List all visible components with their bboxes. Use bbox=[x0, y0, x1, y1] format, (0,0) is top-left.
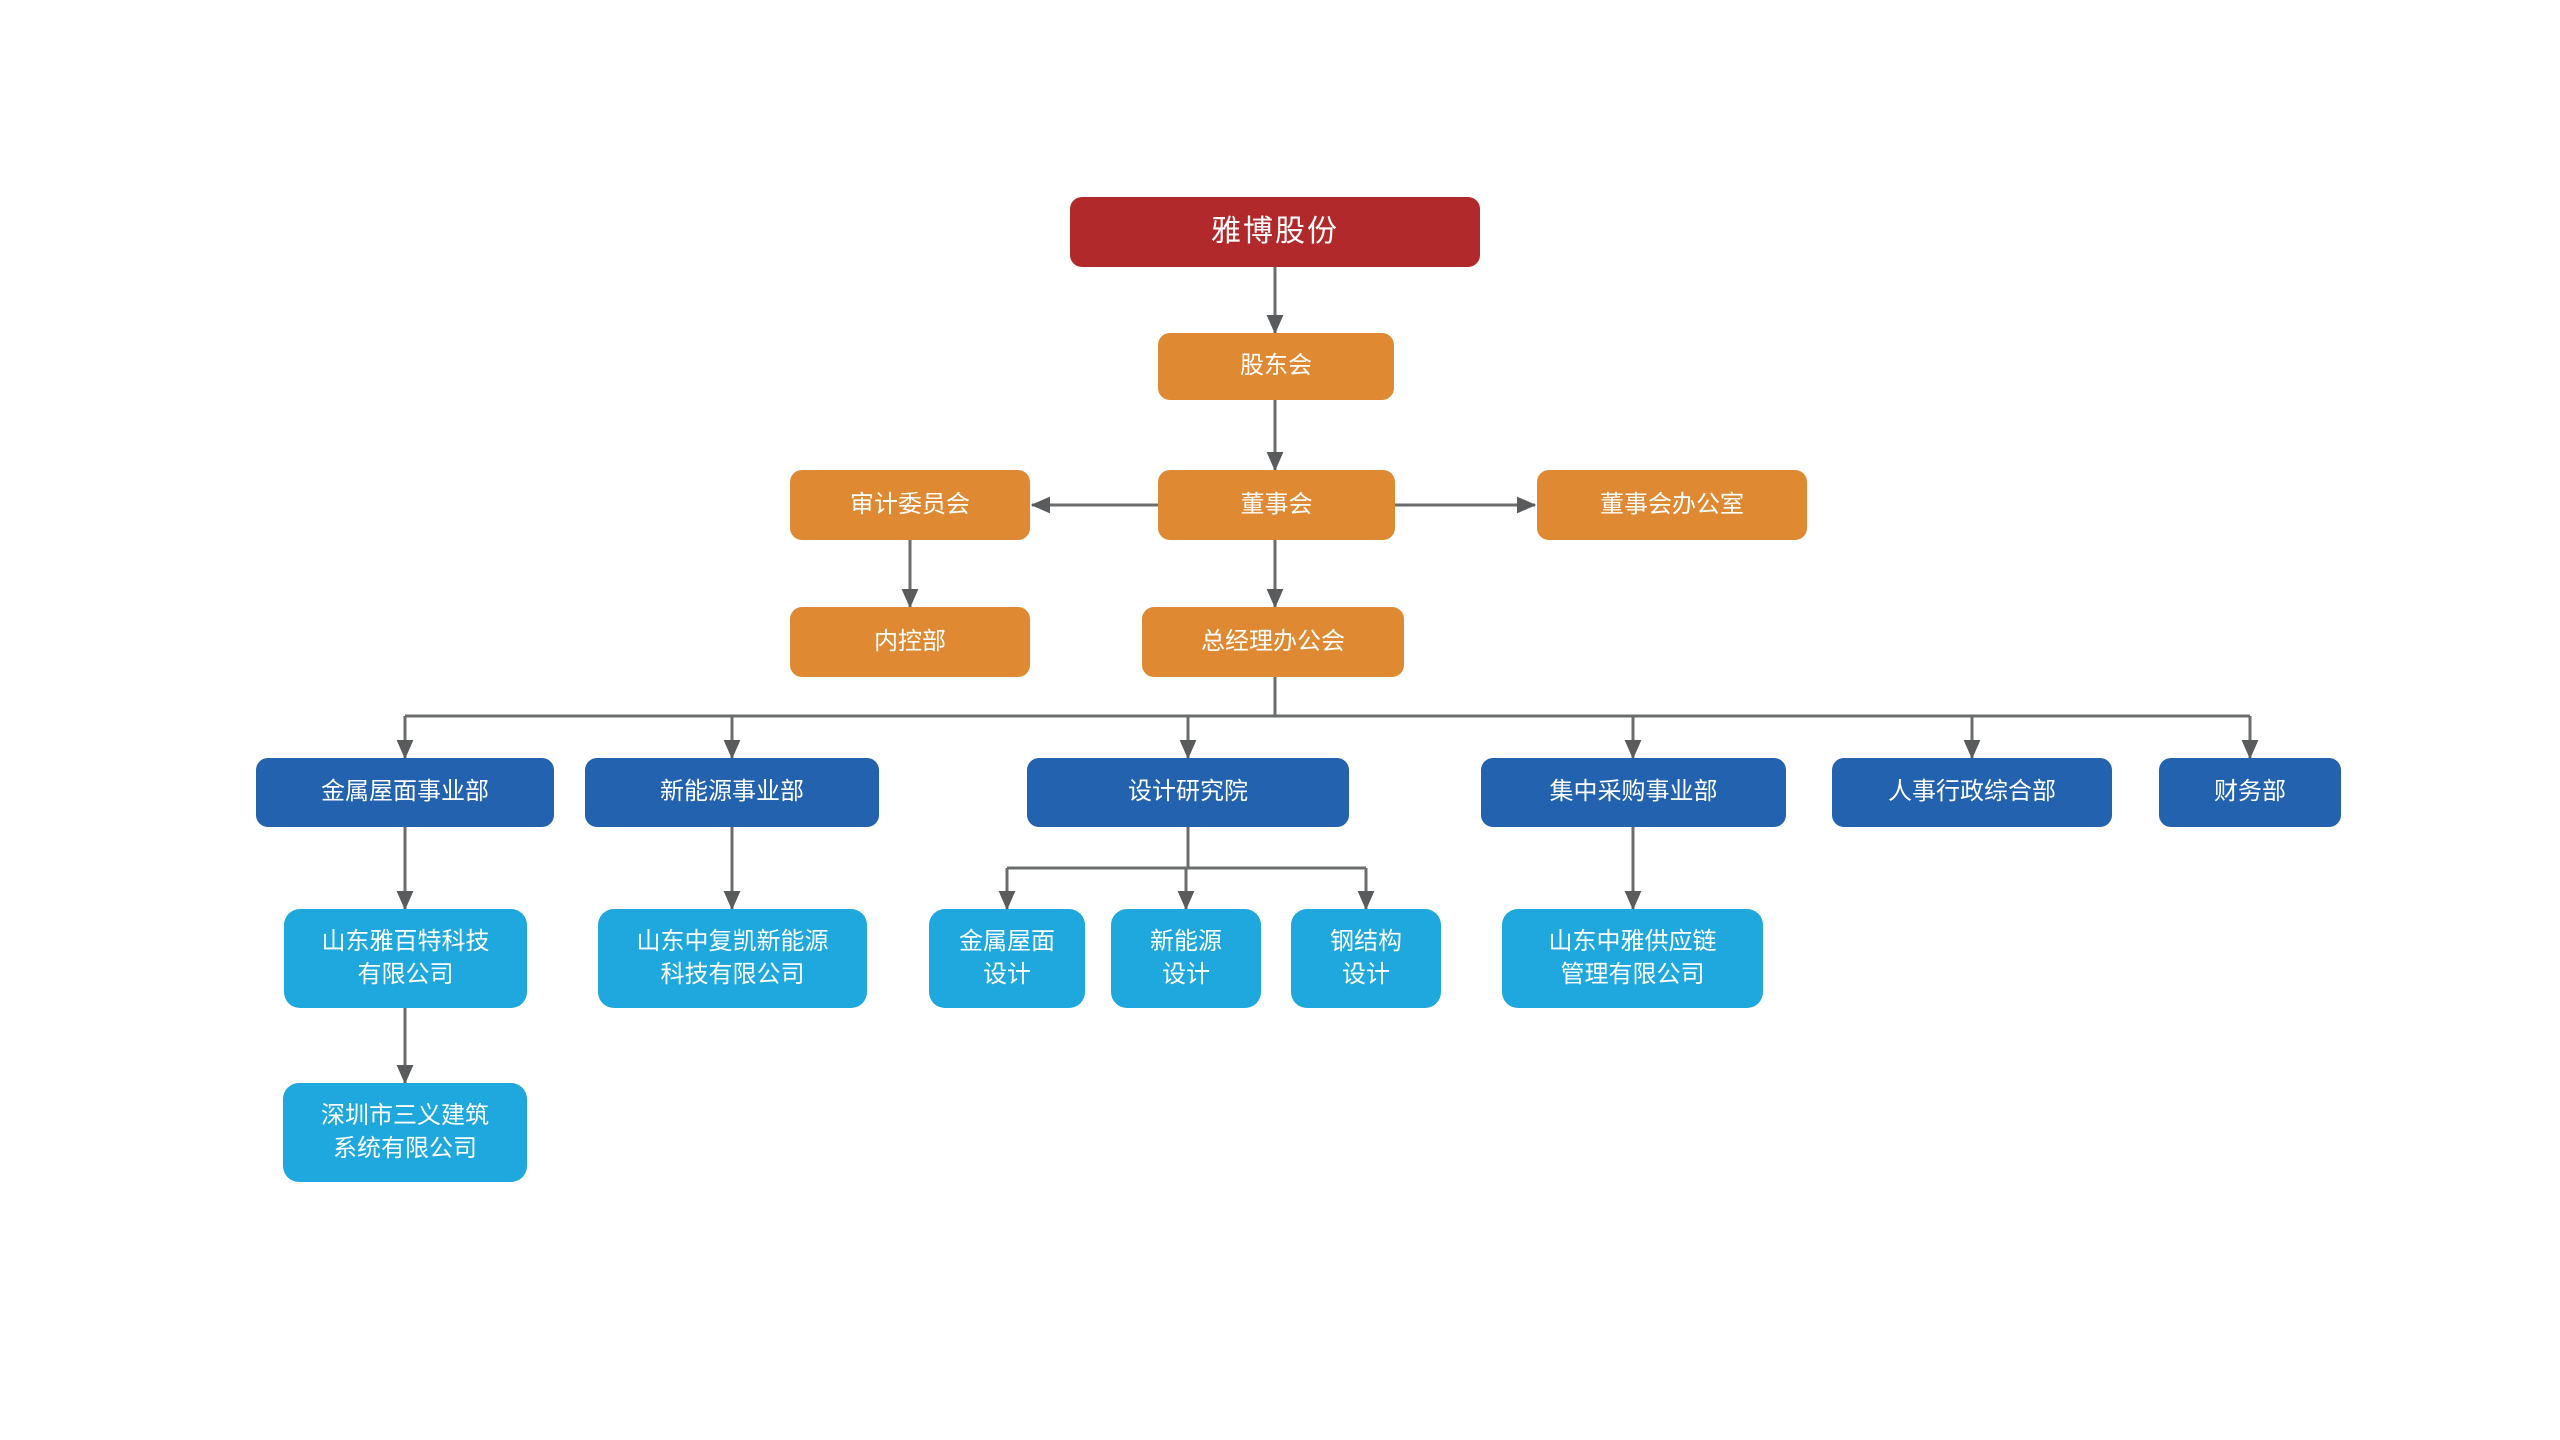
org-node-board: 董事会 bbox=[1158, 470, 1395, 540]
org-node-internal-control: 内控部 bbox=[790, 607, 1030, 677]
org-node-yabaite-tech: 山东雅百特科技 有限公司 bbox=[284, 909, 527, 1008]
org-node-board-office: 董事会办公室 bbox=[1537, 470, 1807, 540]
org-node-gm-office: 总经理办公会 bbox=[1142, 607, 1404, 677]
org-node-design-institute: 设计研究院 bbox=[1027, 758, 1349, 827]
org-node-sanyi-building: 深圳市三义建筑 系统有限公司 bbox=[283, 1083, 527, 1182]
org-node-audit-committee: 审计委员会 bbox=[790, 470, 1030, 540]
org-node-metal-roofing-div: 金属屋面事业部 bbox=[256, 758, 554, 827]
org-node-root: 雅博股份 bbox=[1070, 197, 1480, 267]
org-node-zhongfukai-energy: 山东中复凯新能源 科技有限公司 bbox=[598, 909, 867, 1008]
org-node-steel-design: 钢结构 设计 bbox=[1291, 909, 1441, 1008]
org-node-new-energy-design: 新能源 设计 bbox=[1111, 909, 1261, 1008]
org-node-zhongya-supply: 山东中雅供应链 管理有限公司 bbox=[1502, 909, 1763, 1008]
org-node-shareholders: 股东会 bbox=[1158, 333, 1394, 400]
org-node-metal-roof-design: 金属屋面 设计 bbox=[929, 909, 1085, 1008]
org-node-hr-admin-dept: 人事行政综合部 bbox=[1832, 758, 2112, 827]
org-node-finance-dept: 财务部 bbox=[2159, 758, 2341, 827]
org-node-new-energy-div: 新能源事业部 bbox=[585, 758, 879, 827]
org-node-procurement-div: 集中采购事业部 bbox=[1481, 758, 1786, 827]
